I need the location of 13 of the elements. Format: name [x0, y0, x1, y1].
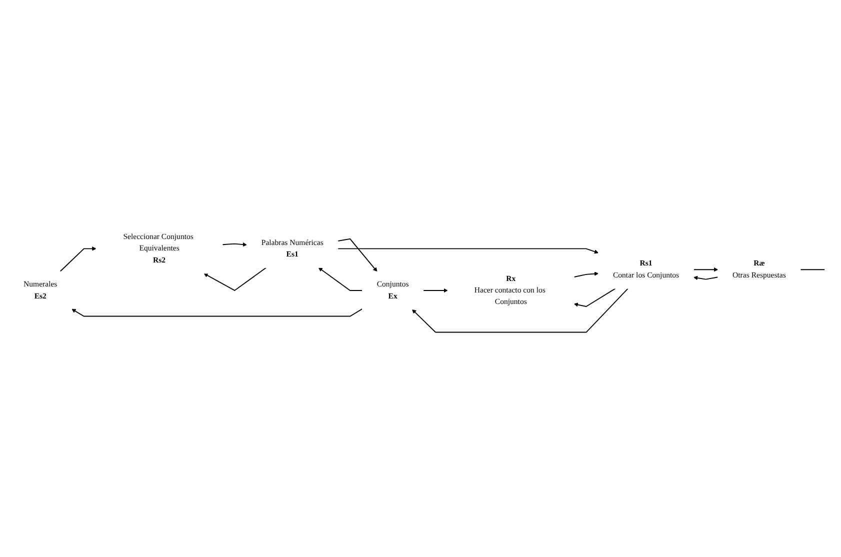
arrow	[574, 272, 599, 278]
arrow	[574, 288, 616, 308]
arrow	[204, 268, 267, 292]
arrow	[412, 288, 628, 334]
arrow	[222, 242, 247, 248]
arrow	[318, 268, 363, 292]
arrow	[72, 308, 363, 318]
arrow	[693, 276, 718, 280]
arrow	[422, 288, 448, 294]
arrow	[337, 238, 378, 272]
arrow	[693, 268, 718, 272]
arrow	[60, 246, 96, 272]
arrow	[337, 248, 599, 254]
